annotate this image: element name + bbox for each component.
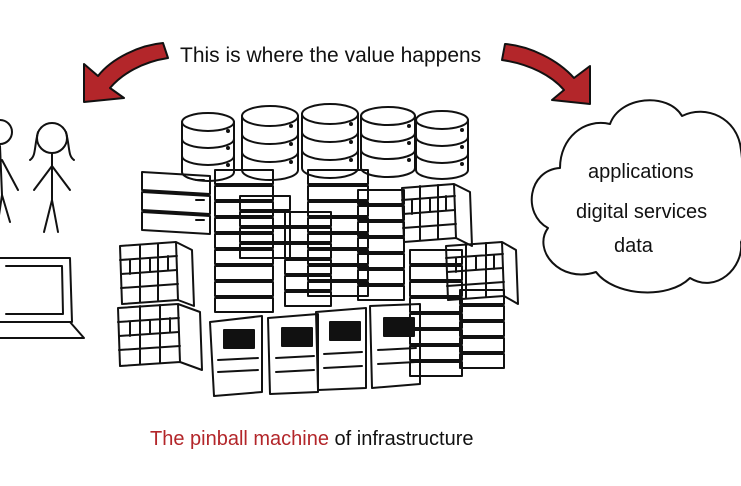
cloud-label-digital-services: digital services [576,201,708,223]
arrow-left-icon [83,42,169,103]
caption-highlight: The pinball machine [150,428,329,450]
arrow-right-icon [501,43,591,105]
infrastructure-caption: The pinball machine of infrastructure [150,428,474,451]
laptop-icon [0,257,85,339]
firewall-icon [117,183,519,371]
cloud-icon [530,99,741,294]
cloud-label-applications: applications [588,161,694,183]
cloud-label-data: data [614,235,653,257]
caption-rest: of infrastructure [329,428,474,450]
people-icon [0,119,75,233]
server-rack-icon [141,169,505,397]
value-caption: This is where the value happens [180,44,482,67]
